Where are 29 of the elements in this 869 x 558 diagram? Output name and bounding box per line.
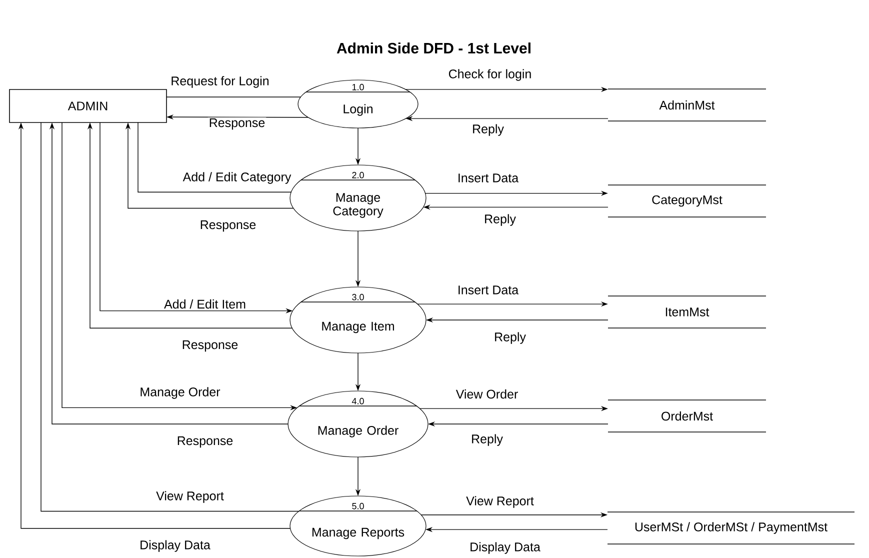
edge-label: Reply: [470, 433, 504, 447]
edge-label: Display Data: [468, 541, 542, 555]
edge-label: Display Data: [138, 539, 212, 553]
data-store: UserMSt / OrderMSt / PaymentMst: [607, 512, 855, 544]
flow-line: [138, 122, 292, 192]
edge-label: Add / Edit Item: [163, 298, 247, 310]
edge-label: Response: [176, 435, 234, 449]
edge-label: Response: [180, 339, 240, 353]
edge-label: Insert Data: [456, 172, 520, 184]
title: Admin Side DFD - 1st Level: [336, 42, 530, 54]
data-store: AdminMst: [608, 88, 766, 122]
edge-label: Reply: [483, 213, 517, 227]
data-store: OrderMst: [608, 400, 766, 432]
edge-label: Request for Login: [170, 75, 270, 89]
edge-label: Add / Edit Category: [182, 171, 292, 185]
edge-label: View Report: [155, 490, 225, 504]
flow-line: [166, 96, 301, 98]
edge-label: Insert Data: [456, 284, 520, 296]
data-store: CategoryMst: [608, 184, 766, 218]
edge-label: View Order: [454, 388, 520, 400]
edge-label: Reply: [493, 331, 527, 345]
edge-label: Response: [198, 219, 258, 233]
edge-label: View Report: [465, 495, 535, 509]
edge-label: Manage Order: [138, 386, 222, 400]
edge-label: Reply: [471, 123, 505, 137]
edge-label: Response: [208, 117, 266, 131]
data-store: ItemMst: [608, 296, 766, 328]
edge-label: Check for login: [447, 68, 533, 82]
entity-box: ADMIN: [9, 89, 167, 123]
